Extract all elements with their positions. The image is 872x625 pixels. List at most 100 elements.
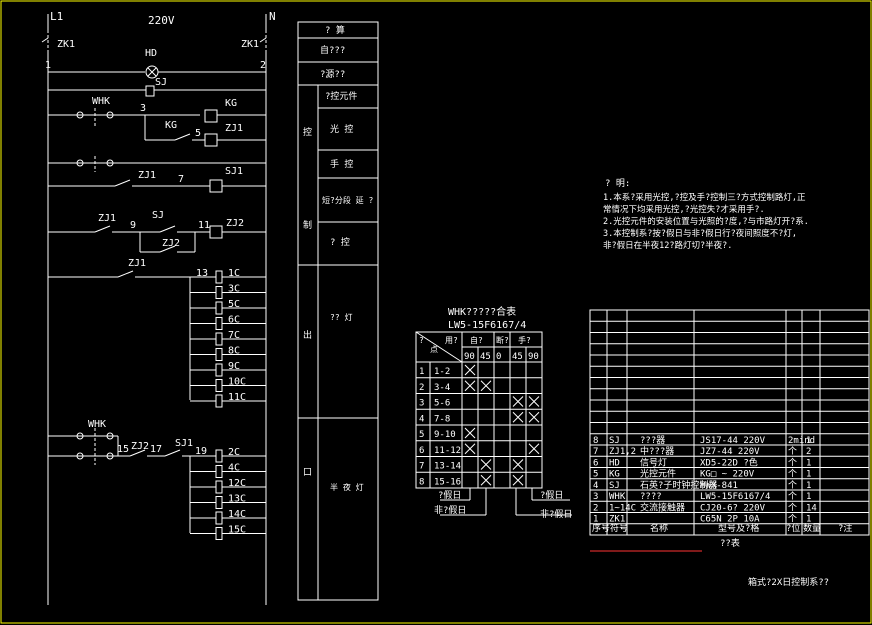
kg-contact-label: KG: [165, 120, 177, 131]
whk-label-1: WHK: [92, 96, 110, 107]
zj2-coil-symbol: [209, 225, 223, 239]
bom-cell-model: C65N 2P 10A: [700, 515, 760, 525]
zk1-right-label: ZK1: [241, 39, 259, 50]
sj-contact-label: SJ: [152, 210, 164, 221]
whk-row-range: 15-16: [434, 477, 461, 487]
load-coil-symbol: [215, 317, 223, 330]
load-coil-label: 7C: [228, 330, 240, 341]
bom-cell-qty: 1: [806, 515, 811, 525]
side-row-2: ?源??: [320, 69, 345, 80]
bom-cell-name: 交流接触器: [640, 501, 685, 513]
bom-cell-qty: 1: [806, 481, 811, 491]
bom-cell-code: KG: [609, 470, 620, 480]
bom-header-qty: 数量: [803, 522, 821, 534]
bom-cell-name: ???器: [640, 435, 665, 446]
bom-header-code: 符号: [610, 522, 628, 534]
whk-group-1: 断?: [496, 335, 509, 345]
l1-label: L1: [50, 10, 63, 23]
zj1-coil-symbol: [204, 133, 218, 147]
side-row-4: 光 控: [330, 123, 353, 135]
whk-header-diag-2: ?: [419, 336, 424, 345]
whk-row-no: 3: [419, 399, 424, 409]
load-coil-label: 14C: [228, 509, 246, 520]
bom-cell-unit: 个: [788, 446, 797, 457]
load-coil-label: 10C: [228, 377, 246, 388]
load-coil-symbol: [215, 301, 223, 315]
node-15: 15: [117, 444, 129, 455]
side-left-3: 口: [303, 468, 312, 478]
whk-header-diag-0: 用?: [445, 336, 458, 345]
n-label: N: [269, 10, 276, 23]
bom-cell-unit: 2mind: [788, 436, 815, 446]
whk-x-mark: [528, 443, 540, 455]
whk-label-left-top: ?假日: [438, 490, 461, 501]
whk-angle: 45: [480, 352, 491, 362]
sj-coil-symbol: [145, 85, 155, 97]
node-11: 11: [198, 220, 210, 231]
bom-cell-qty: 1: [806, 470, 811, 480]
bom-cell-name: 信号灯: [640, 456, 667, 468]
load-coil-symbol: [215, 527, 223, 540]
notes-title: ? 明:: [605, 178, 630, 189]
bom-header-unit: ?位: [786, 522, 800, 534]
bom-cell-no: 6: [593, 458, 598, 468]
bom-cell-code: ZJ1,2: [609, 447, 636, 457]
whk-row-range: 11-12: [434, 446, 461, 456]
zj2-contact-b-label: ZJ2: [131, 441, 149, 452]
bom-cell-no: 1: [593, 515, 598, 525]
bom-cell-unit: 个: [788, 469, 797, 480]
bom-cell-name: 中???器: [640, 445, 674, 457]
whk-angle: 90: [464, 352, 475, 362]
whk-row-range: 7-8: [434, 414, 450, 424]
bom-cell-model: XD5-22D ?色: [700, 456, 758, 468]
load-coil-label: 3C: [228, 284, 240, 295]
load-coil-label: 13C: [228, 494, 246, 505]
load-coil-symbol: [215, 394, 223, 408]
zj1-contact-a-label: ZJ1: [138, 170, 156, 181]
voltage-label: 220V: [148, 14, 175, 27]
node-3: 3: [140, 103, 146, 114]
load-coil-label: 9C: [228, 361, 240, 372]
sj1-coil-label: SJ1: [225, 166, 243, 177]
whk-row-no: 7: [419, 462, 424, 472]
whk-label-right-top: ?假日: [540, 490, 563, 501]
bom-header-note: ?注: [838, 522, 852, 534]
whk-x-mark: [528, 396, 540, 407]
whk-row-no: 6: [419, 446, 424, 456]
notes-line-4: 非?假日在半夜12?路灯切?半夜?.: [603, 240, 732, 251]
side-left-2: 出: [303, 329, 312, 341]
bom-cell-unit: 个: [788, 457, 797, 468]
side-row-3: ?控元件: [325, 90, 357, 102]
node-2: 2: [260, 60, 266, 71]
whk-angle: 45: [512, 352, 523, 362]
bom-header-name: 名称: [650, 522, 668, 534]
drawing-caption: 箱式?2X日控制系??: [748, 576, 829, 588]
whk-x-mark: [480, 380, 492, 392]
whk-x-mark: [528, 411, 540, 423]
zj1-coil-label: ZJ1: [225, 123, 243, 134]
bom-cell-unit: 个: [788, 514, 797, 525]
side-row-1: 自???: [320, 44, 345, 56]
zk1-breaker-symbol: [41, 37, 267, 43]
bom-cell-unit: 个: [788, 491, 797, 502]
whk-group-0: 自?: [470, 335, 483, 345]
bom-footer: ??表: [720, 537, 740, 549]
whk-row-range: 13-14: [434, 462, 461, 472]
sj1-coil-symbol: [209, 179, 223, 193]
bom-cell-qty: 1: [806, 492, 811, 502]
side-left-1: 制: [303, 219, 312, 231]
whk-table-model: LW5-15F6167/4: [448, 320, 526, 331]
zj2-coil-label: ZJ2: [226, 218, 244, 229]
node-13: 13: [196, 268, 208, 279]
whk-row-range: 3-4: [434, 383, 450, 393]
load-coil-label: 11C: [228, 392, 246, 403]
load-coil-symbol: [215, 496, 223, 509]
whk-row-no: 1: [419, 367, 424, 377]
whk-label-2: WHK: [88, 419, 106, 430]
zj2-contact-label: ZJ2: [162, 238, 180, 249]
whk-angle: 90: [528, 352, 539, 362]
whk-x-mark: [512, 396, 524, 407]
